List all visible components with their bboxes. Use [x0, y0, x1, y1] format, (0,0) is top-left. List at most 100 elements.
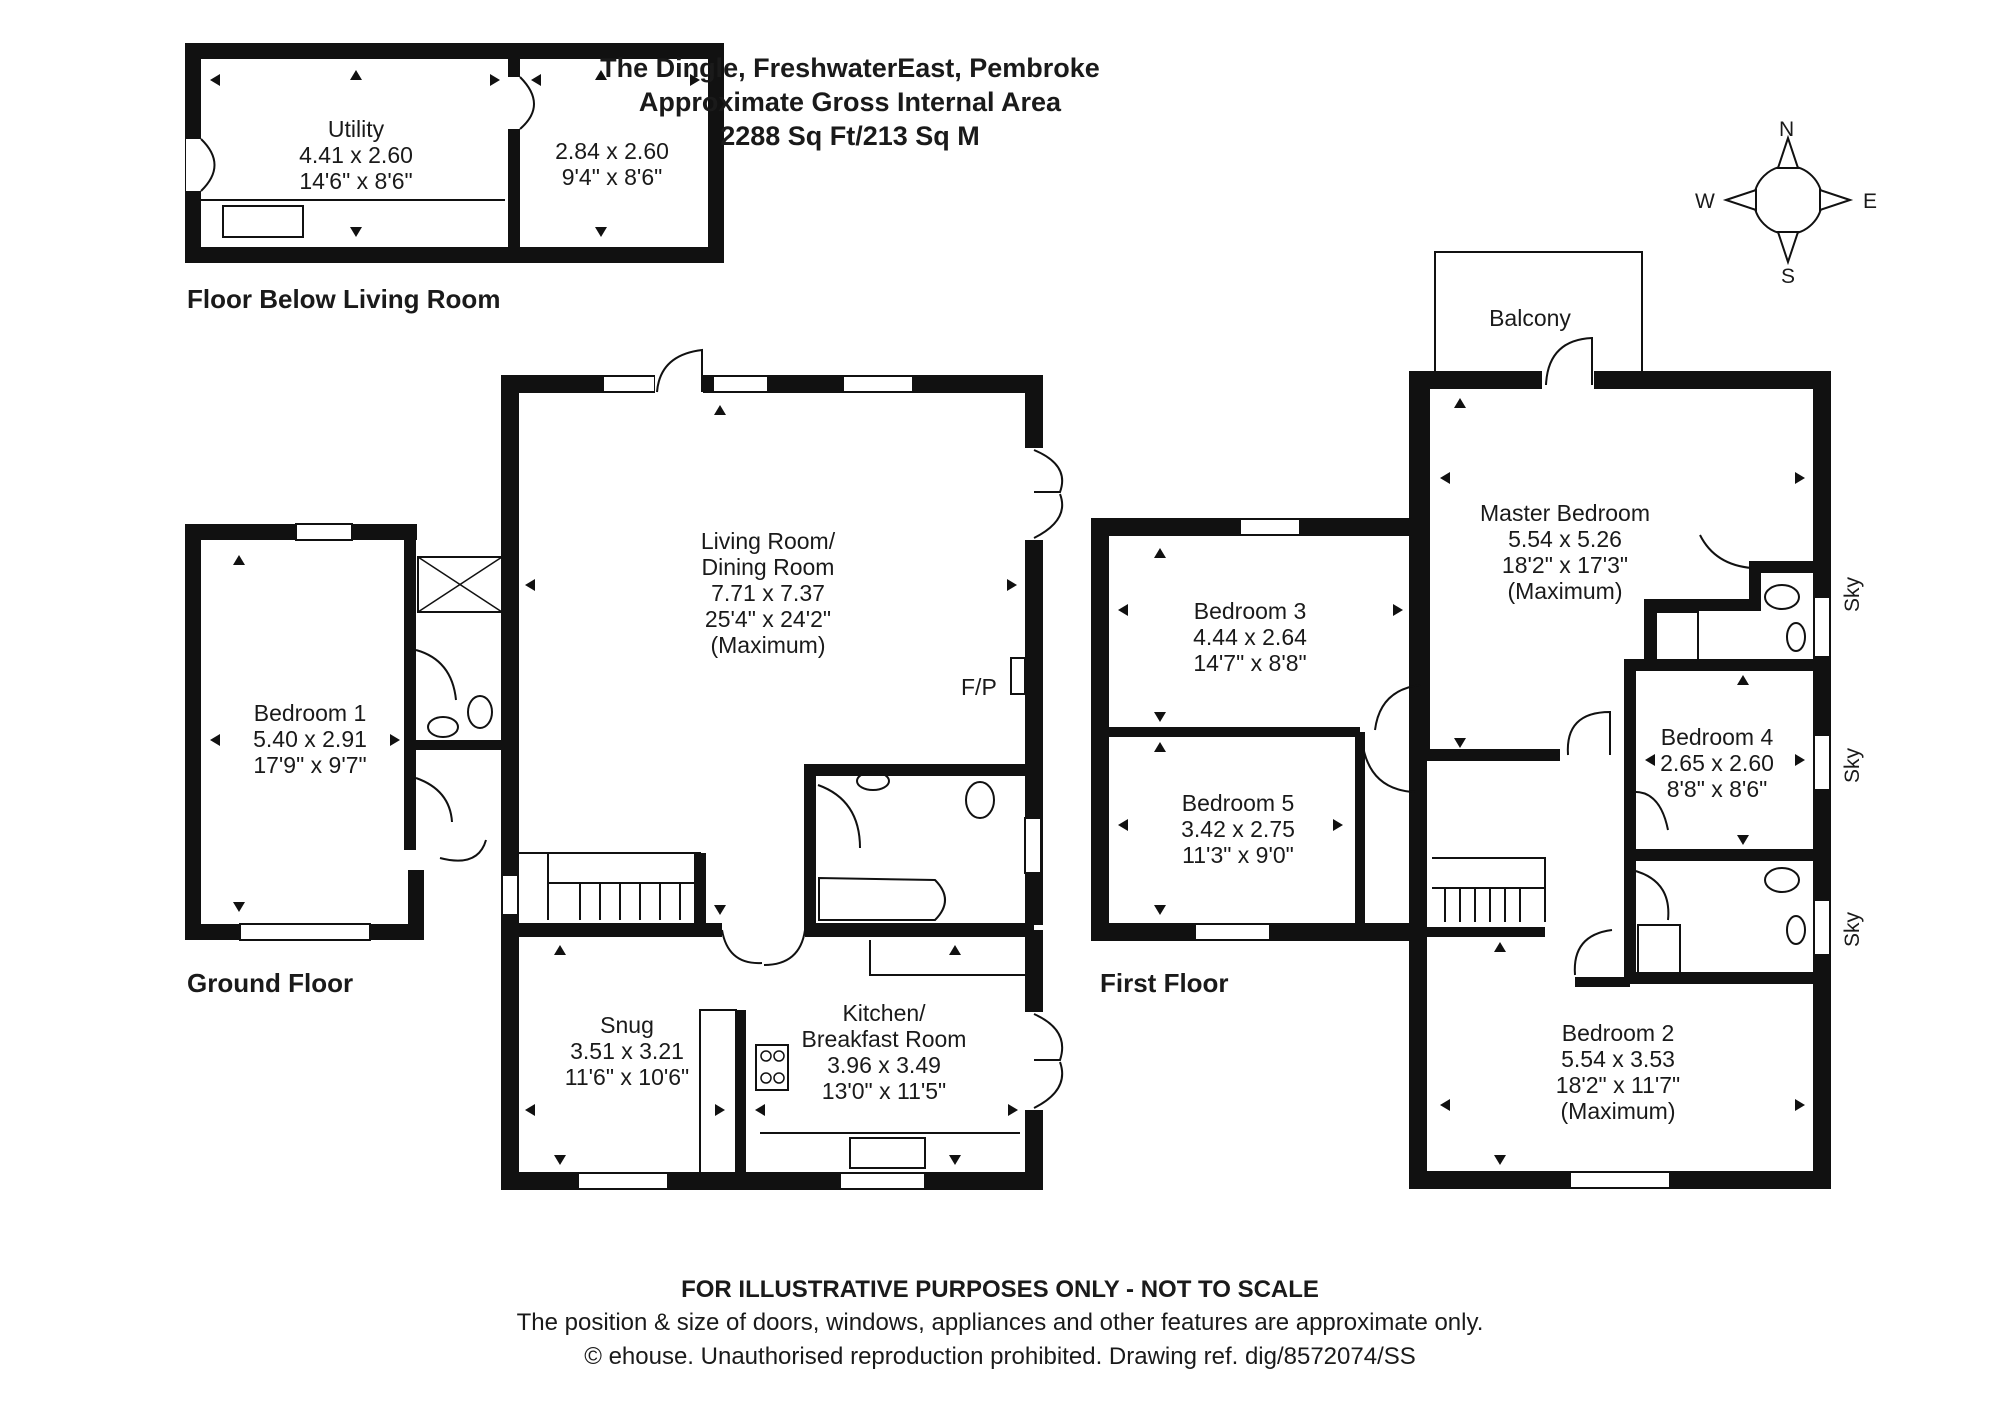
room-utility: Utility 4.41 x 2.60 14'6" x 8'6" [299, 116, 413, 194]
room-imperial: 14'7" x 8'8" [1193, 650, 1307, 676]
hob-ring-3 [760, 1072, 772, 1084]
room-name: Dining Room [701, 554, 835, 580]
hall-window [501, 874, 519, 916]
kitchen-door-swing [763, 929, 806, 966]
room-metric: 5.54 x 3.53 [1561, 1046, 1675, 1072]
bedroom2-top-wall [1418, 927, 1630, 987]
room-note: (Maximum) [1507, 578, 1623, 604]
plan-title: The Dingle, FreshwaterEast, Pembroke [600, 53, 1100, 83]
dimension-arrows [210, 70, 1805, 1165]
first-floor-label: First Floor [1100, 968, 1229, 998]
utility-sink [222, 205, 304, 238]
bathroom-door-swing [817, 784, 861, 849]
room-name: Bedroom 3 [1193, 598, 1307, 624]
master-door-swing [1566, 710, 1611, 756]
bedroom3-door-swing [1374, 684, 1421, 731]
snug-door-swing [721, 929, 763, 965]
room-name: Bedroom 5 [1181, 790, 1295, 816]
copyright-text: © ehouse. Unauthorised reproduction proh… [584, 1343, 1416, 1370]
bathroom-window [1024, 817, 1042, 874]
bedroom4-door-swing [1631, 790, 1669, 831]
shower-cross-b [417, 556, 503, 613]
room-metric: 4.44 x 2.64 [1193, 624, 1307, 650]
room-imperial: 11'6" x 10'6" [564, 1064, 690, 1090]
fireplace-label: F/P [961, 674, 997, 700]
hob-ring-4 [773, 1072, 785, 1084]
living-door-gap [655, 370, 703, 395]
room-imperial: 13'0" x 11'5" [821, 1078, 947, 1104]
hob-ring-2 [773, 1050, 785, 1062]
balcony-door-gap [1542, 370, 1594, 390]
room-bedroom4: Bedroom 4 2.65 x 2.60 8'8" x 8'6" [1660, 724, 1774, 802]
room-kitchen: Kitchen/ Breakfast Room 3.96 x 3.49 13'0… [802, 1000, 967, 1104]
skylight-label-2: Sky [1841, 747, 1864, 783]
snug-window [577, 1172, 669, 1190]
room-note: (Maximum) [1560, 1098, 1676, 1124]
room-name: Balcony [1489, 305, 1571, 331]
room-living-dining: Living Room/ Dining Room 7.71 x 7.37 25'… [701, 528, 835, 658]
plan-area: 2288 Sq Ft/213 Sq M [720, 121, 980, 151]
sky-window-1 [1813, 596, 1831, 658]
snug-kitchen-walls [501, 930, 1043, 1190]
compass-ring [1753, 165, 1823, 235]
ground-stairs [518, 852, 701, 920]
shower-room-wc [1764, 867, 1800, 893]
room-metric: 3.96 x 3.49 [827, 1052, 941, 1078]
bedroom5-door-swing [1361, 739, 1416, 793]
skylight-label-1: Sky [1841, 576, 1864, 612]
bedroom3-window [1239, 518, 1301, 536]
compass-needle-west [1722, 188, 1757, 212]
room-name: Living Room/ [700, 528, 836, 554]
bedroom1-walls [185, 524, 424, 940]
utility-door-gap [186, 139, 202, 191]
hall-door-swing [415, 777, 453, 823]
room-note: (Maximum) [710, 632, 826, 658]
living-window-3 [842, 375, 914, 393]
kitchen-island [699, 1009, 737, 1176]
kitchen-worktop-top [869, 940, 1025, 976]
ensuite-door-swing [415, 649, 457, 701]
hob-ring-1 [760, 1050, 772, 1062]
sky-window-2 [1813, 734, 1831, 791]
living-french-door-gap [1025, 448, 1045, 540]
bedroom4-walls [1624, 659, 1822, 861]
shower-room-tray [1637, 924, 1681, 974]
master-ensuite-door-swing [1699, 534, 1753, 569]
room-bedroom3: Bedroom 3 4.44 x 2.64 14'7" x 8'8" [1193, 598, 1307, 676]
compass-n-label: N [1779, 118, 1795, 141]
skylight-label-3: Sky [1841, 911, 1864, 947]
compass-w-label: W [1695, 190, 1715, 213]
kitchen-sink [849, 1137, 926, 1169]
bedroom1-window [295, 523, 353, 541]
room-imperial: 17'9" x 9'7" [253, 752, 367, 778]
room-name: Bedroom 4 [1660, 724, 1774, 750]
room-name: Bedroom 2 [1561, 1020, 1675, 1046]
bathroom-wc [965, 781, 995, 819]
floor-below-label: Floor Below Living Room [187, 284, 501, 314]
room-metric: 2.84 x 2.60 [555, 138, 669, 164]
entrance-door-swing [439, 839, 487, 862]
compass-e-label: E [1863, 190, 1878, 213]
room-imperial: 25'4" x 24'2" [704, 606, 832, 632]
room-name: Snug [600, 1012, 654, 1038]
compass-needle-east [1819, 188, 1854, 212]
room-name: Kitchen/ [842, 1000, 926, 1026]
room-snug: Snug 3.51 x 3.21 11'6" x 10'6" [565, 1012, 689, 1090]
ensuite-basin [427, 716, 459, 738]
master-basin [1786, 622, 1806, 652]
bedroom2-window [1569, 1171, 1671, 1189]
master-wc [1764, 584, 1800, 610]
ground-floor-plan [185, 348, 1064, 1190]
room-imperial: 14'6" x 8'6" [299, 168, 413, 194]
room-name: Bedroom 1 [253, 700, 367, 726]
store-door-gap [508, 77, 520, 129]
room-store: 2.84 x 2.60 9'4" x 8'6" [555, 138, 669, 190]
compass-needle-north [1776, 134, 1800, 169]
ground-floor-label: Ground Floor [187, 968, 354, 998]
room-bedroom2: Bedroom 2 5.54 x 3.53 18'2" x 11'7" (Max… [1556, 1020, 1680, 1124]
room-imperial: 9'4" x 8'6" [561, 164, 663, 190]
disclaimer-heading: FOR ILLUSTRATIVE PURPOSES ONLY - NOT TO … [681, 1276, 1319, 1303]
first-floor-plan [1091, 251, 1831, 1189]
kitchen-window [839, 1172, 926, 1190]
